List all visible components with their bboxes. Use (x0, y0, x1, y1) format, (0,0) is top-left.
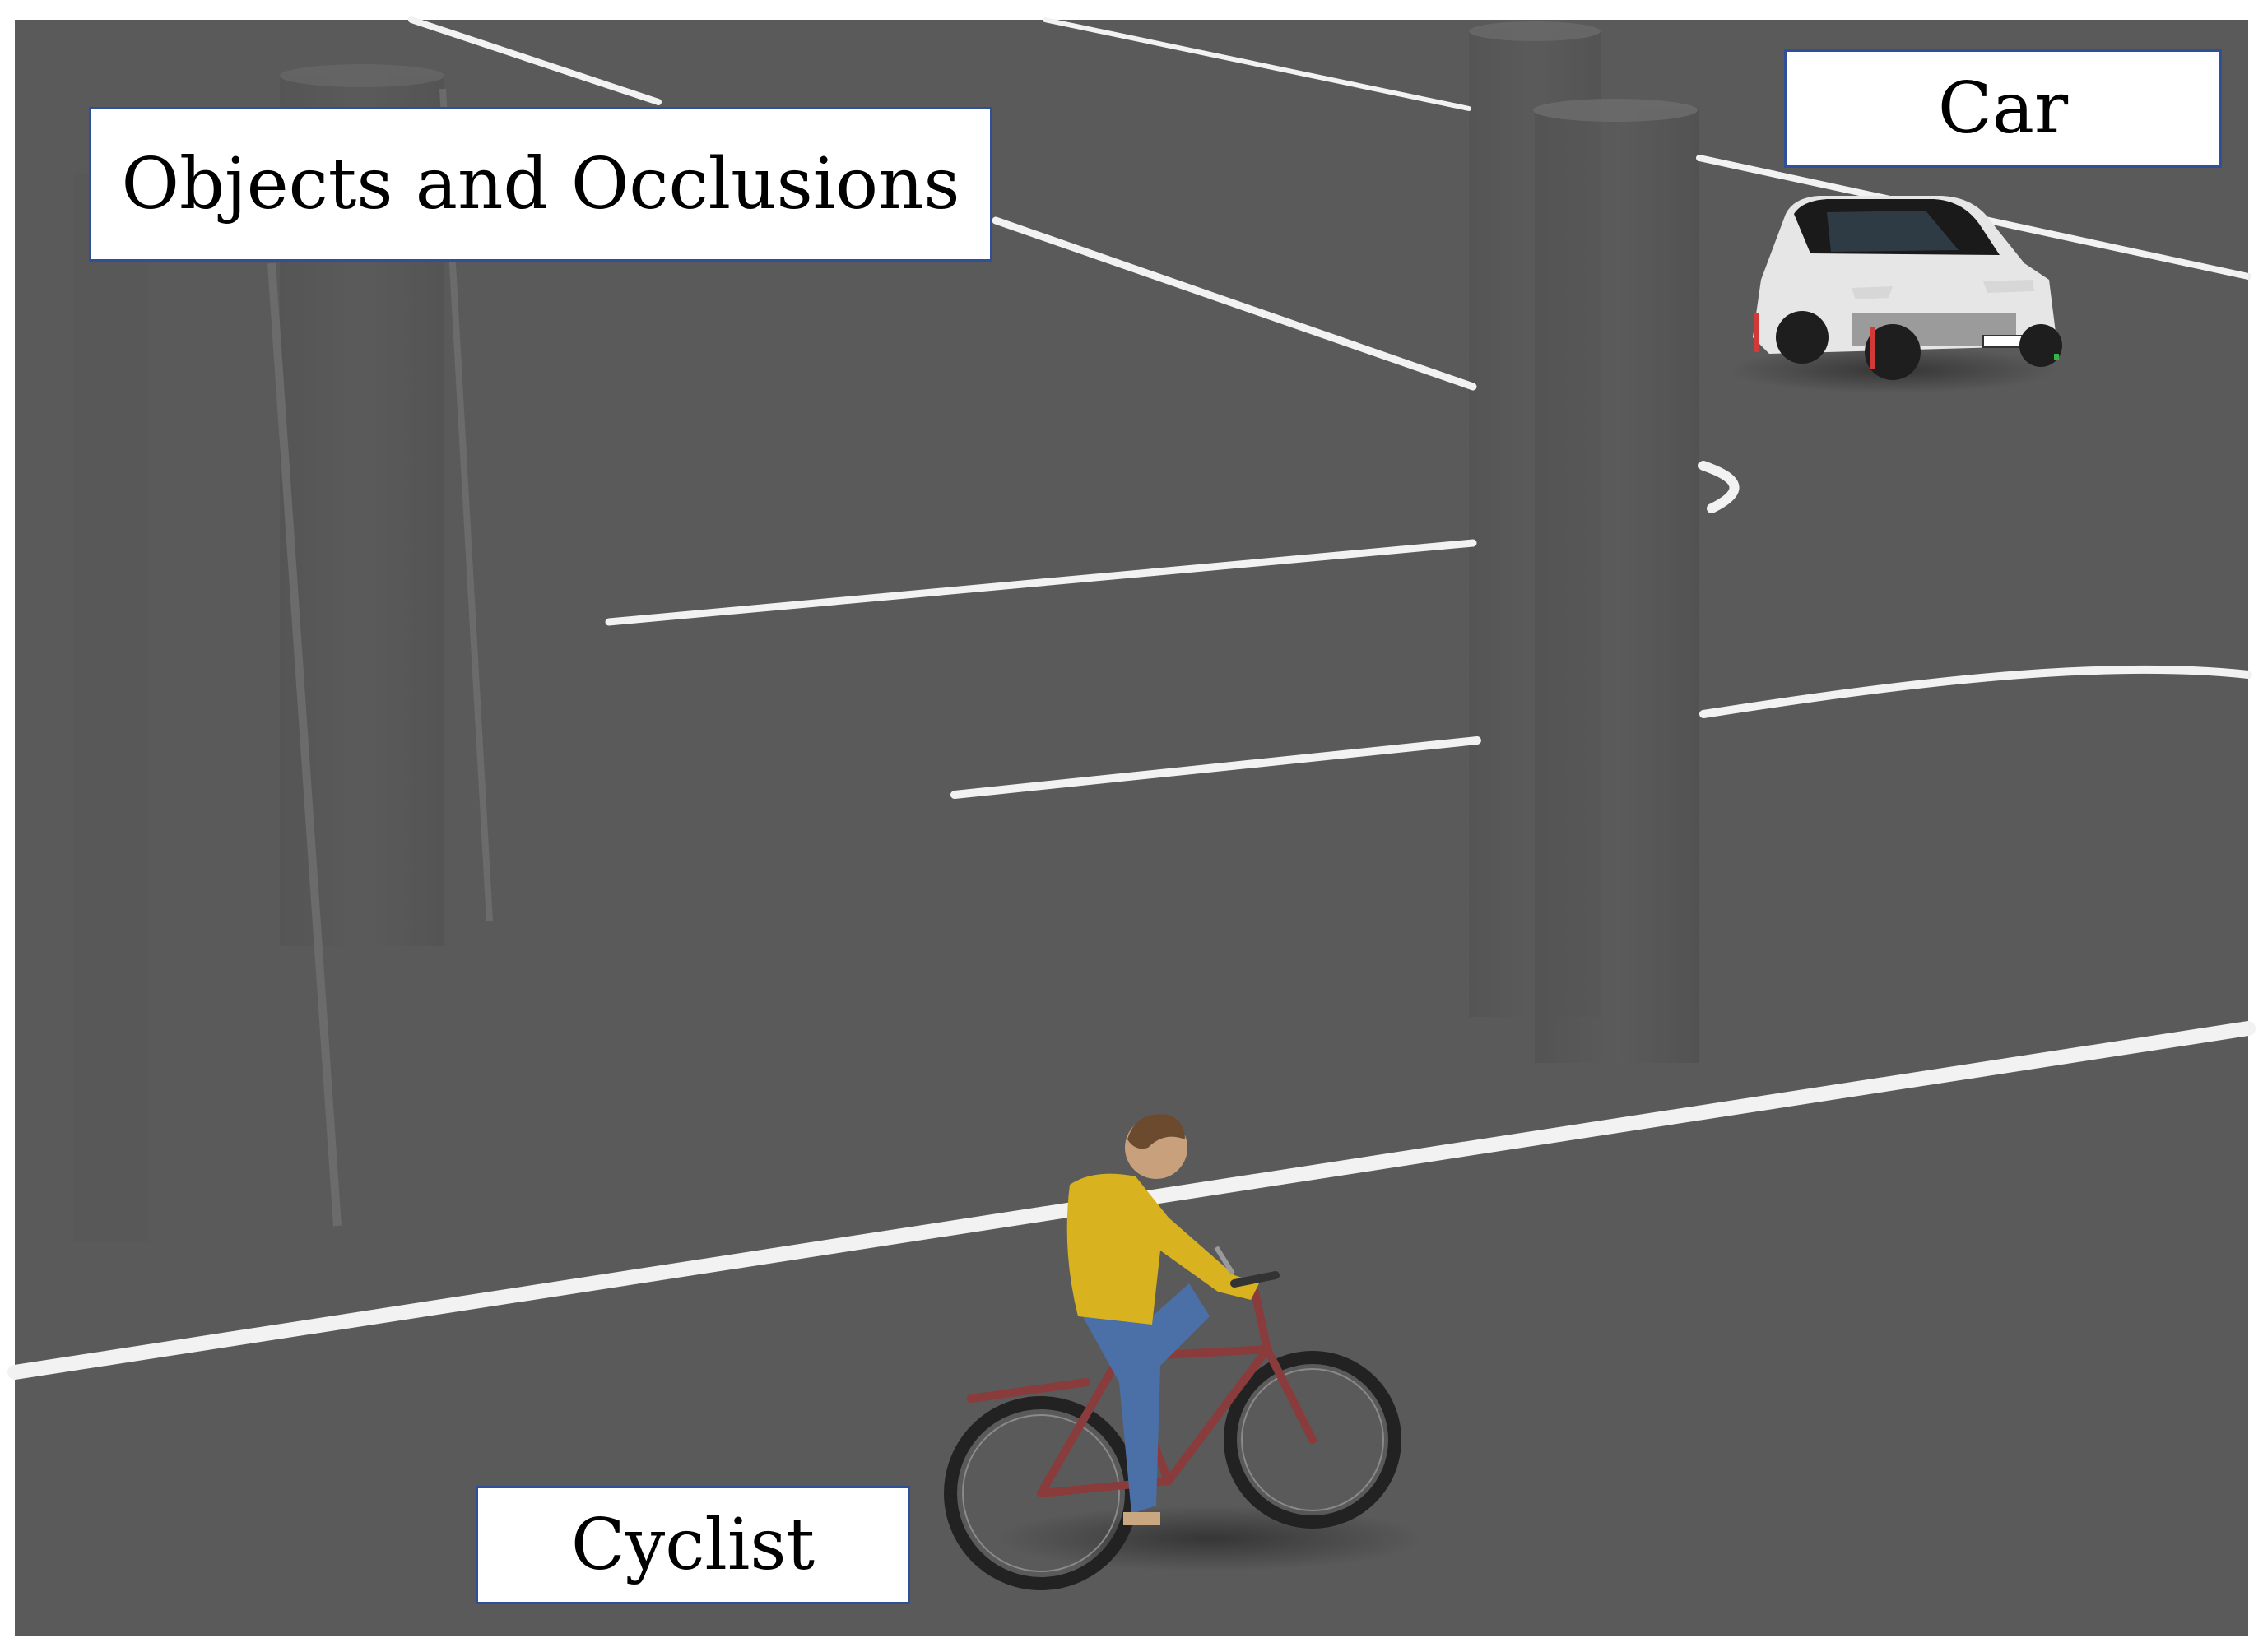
lane-line-top-left (408, 16, 662, 105)
cyclist-label-text: Cyclist (570, 1504, 816, 1586)
bicycle-front-spokes (1241, 1368, 1384, 1511)
pillar-edge-left (267, 262, 342, 1227)
car-label: Car (1784, 49, 2222, 168)
cyclist-shoe (1123, 1512, 1160, 1525)
pillar-far-left (74, 173, 148, 1242)
car-headlight-right (1983, 280, 2034, 293)
lane-line-middle (605, 539, 1477, 626)
lane-line-upper-diagonal (992, 216, 1477, 391)
objects-and-occlusions-text: Objects and Occlusions (121, 143, 960, 225)
car-wheel-front-right (2019, 324, 2062, 367)
car-marker-red-front (1870, 327, 1875, 369)
car (1728, 196, 2062, 393)
car-headlight-left (1852, 286, 1893, 299)
cyclist-jeans (1078, 1283, 1210, 1514)
pillar-center-top (1533, 99, 1698, 122)
lane-arrow-chevron (1698, 461, 1740, 513)
lane-line-lower-middle (950, 736, 1481, 799)
bicycle-mirror-stem (1214, 1246, 1235, 1275)
car-label-text: Car (1937, 67, 2069, 150)
cyclist-hair (1127, 1114, 1185, 1149)
pillar-center (1535, 109, 1699, 1063)
cyclist (944, 1114, 1424, 1590)
car-marker-green (2054, 354, 2059, 360)
cyclist-label: Cyclist (476, 1486, 910, 1604)
car-wheel-front-left (1865, 324, 1921, 380)
bicycle-handlebar (1230, 1271, 1280, 1288)
pillar-center-back-top (1469, 21, 1601, 41)
pillar-left-top (280, 64, 444, 87)
lane-line-right-curve (1699, 665, 2252, 718)
cyclist-shadow (996, 1506, 1424, 1571)
bicycle-front-wheel (1224, 1351, 1401, 1529)
objects-and-occlusions-label: Objects and Occlusions (89, 107, 992, 262)
cyclist-shirt (1066, 1173, 1259, 1325)
car-wheel-left (1776, 311, 1829, 364)
car-marker-red-left (1754, 313, 1759, 352)
bicycle-rear-spokes (962, 1414, 1120, 1572)
lane-line-top-center (1043, 17, 1471, 111)
car-windshield (1827, 211, 1959, 252)
